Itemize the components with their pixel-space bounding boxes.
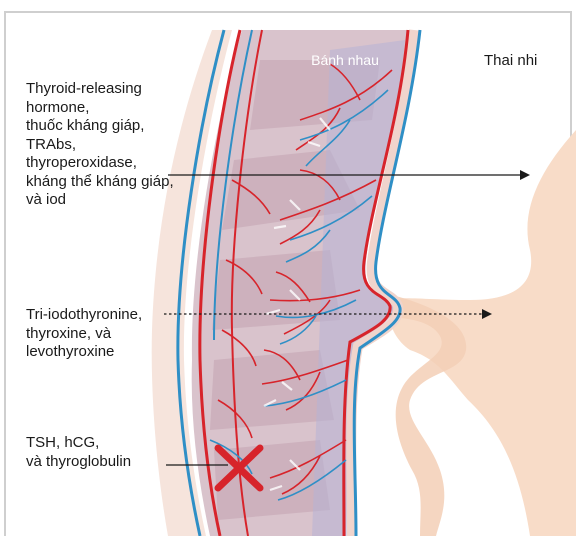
label-line: thuốc kháng giáp, <box>26 117 174 136</box>
label-line: thyroperoxidase, <box>26 154 174 173</box>
label-line: và thyroglobulin <box>26 453 131 472</box>
label-line: levothyroxine <box>26 343 142 362</box>
label-line: Thyroid-releasing <box>26 80 174 99</box>
crosses-substances-label: Thyroid-releasing hormone, thuốc kháng g… <box>26 80 174 210</box>
fetus-label: Thai nhi <box>484 52 537 69</box>
label-line: TSH, hCG, <box>26 434 131 453</box>
label-line: và iod <box>26 191 174 210</box>
label-line: hormone, <box>26 99 174 118</box>
placenta-label: Bánh nhau <box>300 52 390 68</box>
label-line: thyroxine, và <box>26 325 142 344</box>
blocked-substances-label: TSH, hCG, và thyroglobulin <box>26 434 131 471</box>
label-line: Tri-iodothyronine, <box>26 306 142 325</box>
crosses-arrowhead <box>520 170 530 180</box>
label-line: kháng thể kháng giáp, <box>26 173 174 192</box>
limited-substances-label: Tri-iodothyronine, thyroxine, và levothy… <box>26 306 142 362</box>
label-line: TRAbs, <box>26 136 174 155</box>
